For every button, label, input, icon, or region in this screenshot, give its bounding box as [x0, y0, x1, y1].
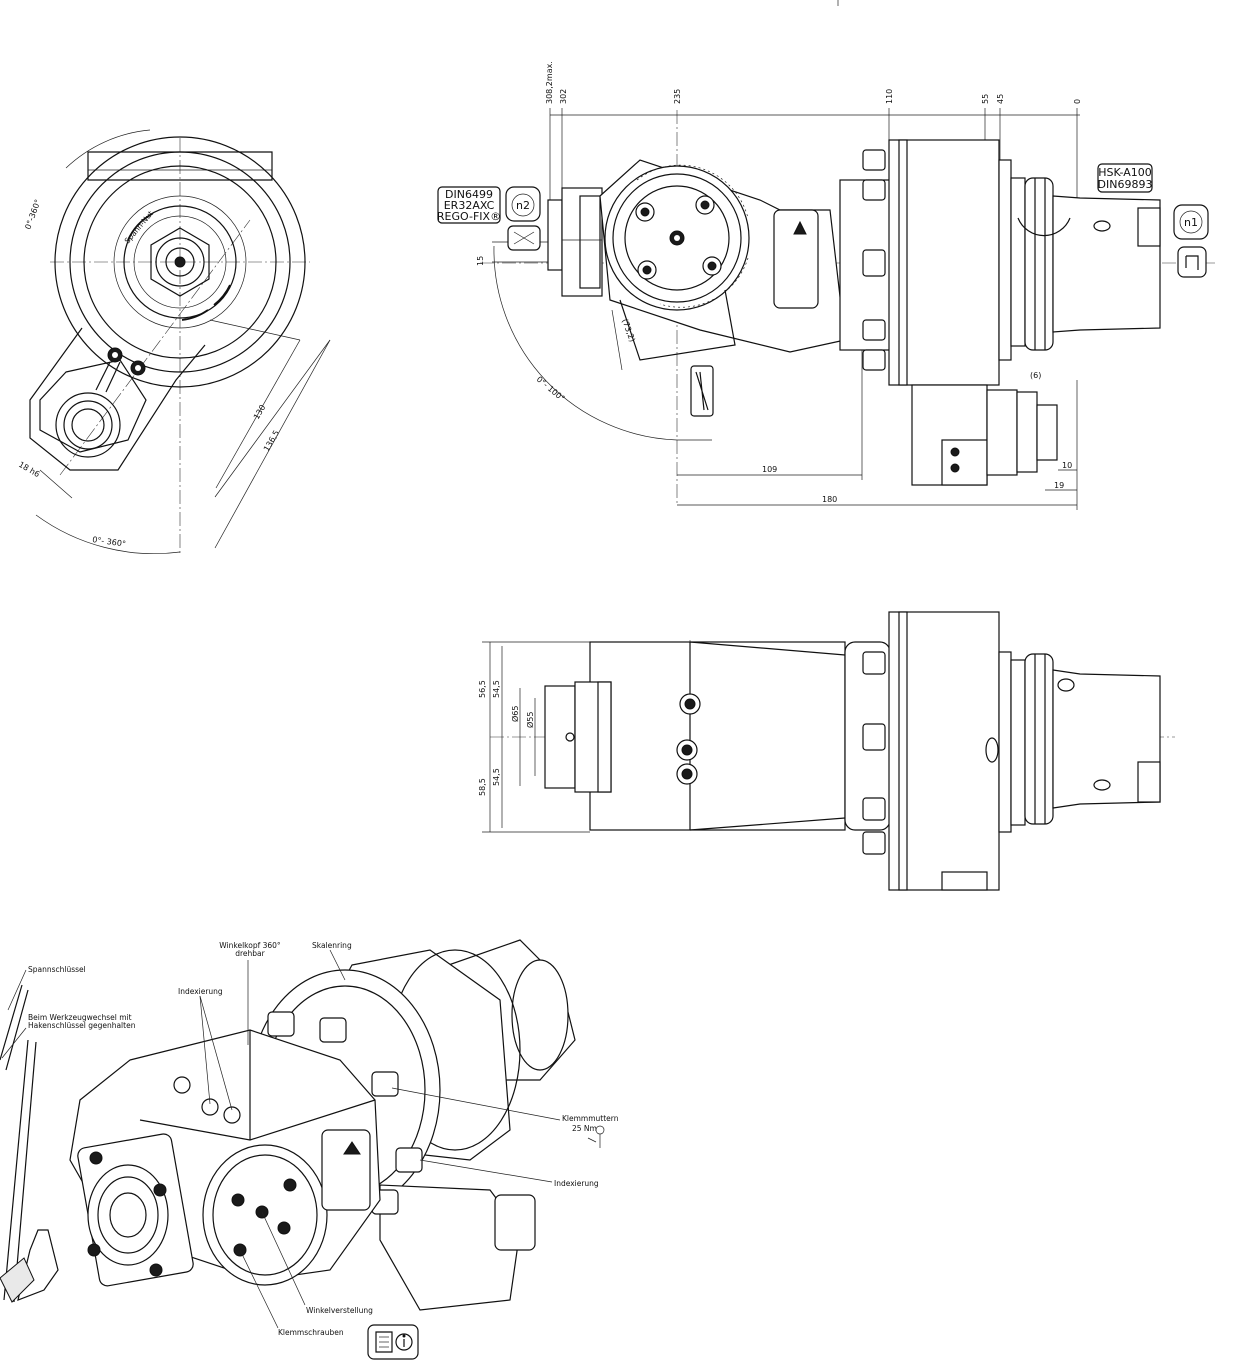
label-indexing-right: Indexierung: [554, 1179, 599, 1188]
rotation-in-icon: [1173, 204, 1209, 240]
rotation-out-label: n2: [516, 199, 530, 212]
label-wrench: Spannschlüssel: [28, 965, 86, 974]
label-head-1: Winkelkopf 360°: [219, 941, 281, 950]
label-hold-1: Beim Werkzeugwechsel mit: [28, 1013, 132, 1022]
dim-bottom-10: 10: [1062, 461, 1072, 470]
dim-top-2: 235: [673, 89, 682, 104]
torque-wrench-icon: [587, 1125, 605, 1148]
dim-bottom-180: 180: [822, 495, 837, 504]
label-clamp-nuts: Klemmmuttern: [562, 1114, 619, 1123]
dim-dia-65: Ø65: [510, 706, 520, 722]
spec-box-right: [1097, 163, 1153, 193]
spec-box-left: [437, 186, 501, 224]
angle-top-label: 0°-360°: [23, 198, 42, 230]
label-hold-2: Hakenschlüssel gegenhalten: [28, 1021, 136, 1030]
dim-top-0: 308,2max.: [545, 61, 554, 104]
dim-bottom-109: 109: [762, 465, 777, 474]
label-clamp-screws: Klemmschrauben: [278, 1328, 344, 1337]
dim-shaft: 18 h6: [17, 460, 41, 479]
spec-right-1: DIN69893: [1098, 178, 1153, 191]
label-head-2: drehbar: [235, 949, 265, 958]
label-indexing-top: Indexierung: [178, 987, 223, 996]
manual-info-icon: [367, 1324, 419, 1360]
dim-slant: (73,2): [620, 318, 637, 344]
label-scale-ring: Skalenring: [312, 941, 352, 950]
dim-left-15: 15: [476, 256, 485, 266]
coolant-through-icon: [1177, 246, 1207, 278]
angle-bottom-label: 0°- 360°: [92, 535, 127, 549]
dim-inner-54-5-b: 54,5: [492, 768, 501, 786]
iso-view: Spannschlüssel Beim Werkzeugwechsel mit …: [0, 939, 619, 1360]
spec-left-2: REGO-FIX®: [437, 210, 501, 223]
dim-small-6: (6): [1030, 371, 1041, 380]
dim-top-56-5: 56,5: [478, 680, 487, 698]
dim-130: 130: [252, 403, 267, 421]
label-torque: 25 Nm: [572, 1124, 597, 1133]
front-view: Spann-Nut 0°-360° 130 136,5 18 h6 0°- 36…: [17, 129, 331, 555]
dim-top-58-5: 58,5: [478, 778, 487, 796]
dim-inner-54-5-a: 54,5: [492, 680, 501, 698]
dim-top-3: 110: [885, 89, 894, 104]
dim-136-5: 136,5: [262, 429, 281, 453]
dim-angle-arc: 0°- 100°: [535, 375, 567, 404]
side-bolts: [862, 149, 886, 371]
dim-dia-55: Ø55: [525, 712, 535, 728]
spec-right-0: HSK-A100: [1098, 166, 1152, 179]
dim-top-4: 55: [981, 94, 990, 104]
spec-left-1: ER32AXC: [444, 199, 495, 212]
side-view: 308,2max. 302 235 110 55 45 0 15 (73: [437, 61, 1215, 510]
dim-top-6: 0: [1073, 99, 1082, 104]
label-angle-adjust: Winkelverstellung: [306, 1306, 373, 1315]
dim-top-5: 45: [996, 94, 1005, 104]
top-view: 56,5 58,5 54,5 54,5 Ø65 Ø55: [478, 611, 1175, 891]
dim-bottom-19: 19: [1054, 481, 1064, 490]
rotation-in-label: n1: [1184, 216, 1198, 229]
dim-top-1: 302: [559, 89, 568, 104]
spec-left-0: DIN6499: [445, 188, 493, 201]
